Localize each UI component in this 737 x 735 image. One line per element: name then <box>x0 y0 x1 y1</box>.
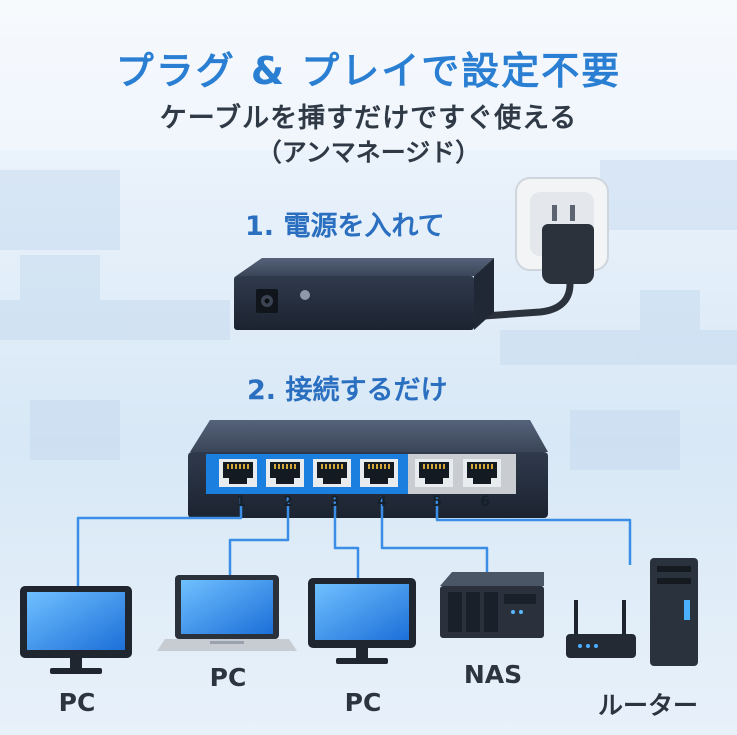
power-led-icon <box>300 290 310 300</box>
ethernet-port-3 <box>311 457 353 489</box>
port-number: 3 <box>330 494 340 510</box>
nas-icon <box>440 572 544 638</box>
ethernet-port-6 <box>461 457 503 489</box>
switch-back-view <box>234 258 494 330</box>
step-1-label: 1. 電源を入れて <box>245 211 445 242</box>
device-label-pc-1: PC <box>58 688 96 717</box>
ethernet-port-2 <box>264 457 306 489</box>
ethernet-port-1 <box>217 457 259 489</box>
device-label-router: ルーター <box>597 691 698 720</box>
port-number: 2 <box>283 494 293 510</box>
ethernet-cables <box>76 496 632 590</box>
power-plug-icon <box>480 224 594 320</box>
device-label-pc-3: PC <box>344 688 382 717</box>
headline-note: （アンマネージド） <box>256 138 481 167</box>
device-label-pc-2: PC <box>209 663 247 692</box>
port-number: 4 <box>377 494 387 510</box>
server-tower-icon <box>650 558 698 666</box>
device-label-nas: NAS <box>463 660 523 689</box>
port-number: 1 <box>236 494 246 510</box>
headline-subtitle: ケーブルを挿すだけですぐ使える <box>159 103 578 134</box>
monitor-icon <box>308 578 416 664</box>
router-icon <box>566 600 636 658</box>
step-2-label: 2. 接続するだけ <box>247 375 448 406</box>
monitor-icon <box>20 586 132 674</box>
ethernet-port-5 <box>413 457 455 489</box>
port-number: 6 <box>480 494 490 510</box>
switch-front-view <box>188 420 548 518</box>
port-number: 5 <box>432 494 442 510</box>
dc-jack-icon <box>256 289 278 313</box>
ethernet-port-4 <box>358 457 400 489</box>
laptop-icon <box>157 575 297 651</box>
headline-title: プラグ & プレイで設定不要 <box>115 49 622 93</box>
